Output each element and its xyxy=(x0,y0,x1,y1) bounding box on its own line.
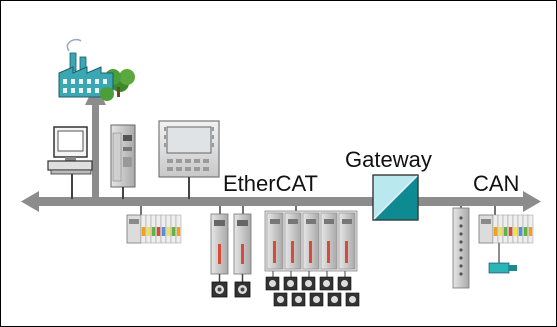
factory-icon xyxy=(58,38,135,101)
motor-icon xyxy=(488,262,510,274)
gateway-label: Gateway xyxy=(345,147,432,172)
computer-icon xyxy=(47,126,93,199)
gateway-icon xyxy=(372,174,419,221)
io-terminal-icon xyxy=(126,206,182,244)
bus-line xyxy=(21,191,541,212)
can-label: CAN xyxy=(473,171,520,196)
bus-arrow-right-icon xyxy=(523,191,541,212)
panel-icon xyxy=(158,120,220,199)
drive-icon xyxy=(210,206,252,298)
ethercat-label: EtherCAT xyxy=(223,171,318,196)
uplink-arrow xyxy=(85,83,106,199)
drive-rack-icon xyxy=(264,206,360,307)
controller-icon xyxy=(110,124,136,199)
can-device-icon xyxy=(452,206,534,289)
bus-arrow-left-icon xyxy=(21,191,39,212)
